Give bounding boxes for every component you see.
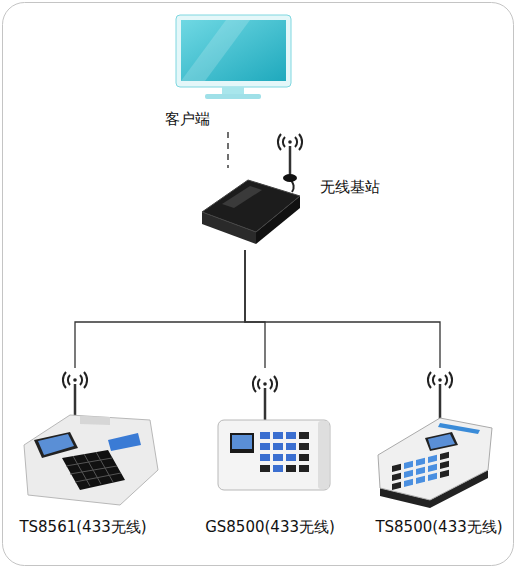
gs8500-icon: [218, 376, 330, 490]
terminal-node: TS8500(433无线): [365, 368, 513, 540]
antenna-stick: [74, 384, 77, 420]
base-station-icon: [202, 134, 302, 244]
ts8561-icon: [24, 372, 158, 505]
terminal-side: [318, 421, 329, 489]
display: [425, 432, 458, 451]
terminal-node: GS8500(433无线): [195, 368, 345, 540]
screen-glare: [181, 20, 250, 81]
monitor-base: [205, 94, 261, 99]
printer-slot: [80, 416, 110, 425]
dashed-link: [227, 132, 228, 168]
node-label: GS8500(433无线): [195, 518, 345, 536]
antenna-stick: [439, 384, 442, 422]
keypad: [260, 432, 309, 472]
key-grid: [66, 452, 121, 486]
node-label: 无线基站: [320, 178, 380, 196]
outer-frame: [3, 3, 514, 566]
keypad: [62, 450, 125, 490]
signal-symbol: [253, 376, 277, 392]
display-screen: [428, 434, 455, 449]
keypad: [392, 452, 449, 490]
wired-link: [75, 250, 245, 368]
ts8500-icon: [378, 372, 492, 508]
node-label: TS8500(433无线): [365, 518, 513, 536]
antenna-stick: [289, 146, 292, 176]
antenna-base: [283, 174, 297, 182]
antenna-stick: [264, 388, 267, 420]
display: [34, 432, 78, 458]
terminal-node: TS8561(433无线): [8, 368, 158, 540]
wired-link: [245, 250, 265, 368]
signal-symbol: [428, 372, 452, 388]
terminal-body: [378, 418, 492, 500]
station-body: [202, 180, 300, 232]
wired-link: [245, 250, 440, 368]
terminal-body: [218, 420, 330, 490]
display: [230, 433, 254, 453]
node-label: TS8561(433无线): [8, 518, 158, 536]
signal-symbol: [278, 134, 302, 150]
display-screen: [38, 434, 74, 455]
monitor-neck: [222, 87, 244, 95]
indicator-strip: [438, 423, 480, 434]
terminal-body: [24, 415, 158, 505]
signal-symbol: [63, 372, 87, 388]
node-label: 客户端: [165, 110, 210, 128]
monitor-icon: [176, 15, 291, 99]
client-node: 客户端: [160, 12, 300, 132]
station-label: [222, 186, 262, 208]
monitor-bezel: [176, 15, 291, 87]
customer-display: [108, 433, 141, 451]
display-screen: [232, 435, 252, 449]
monitor-screen: [181, 20, 286, 81]
base-station-node: 无线基站: [198, 168, 310, 250]
